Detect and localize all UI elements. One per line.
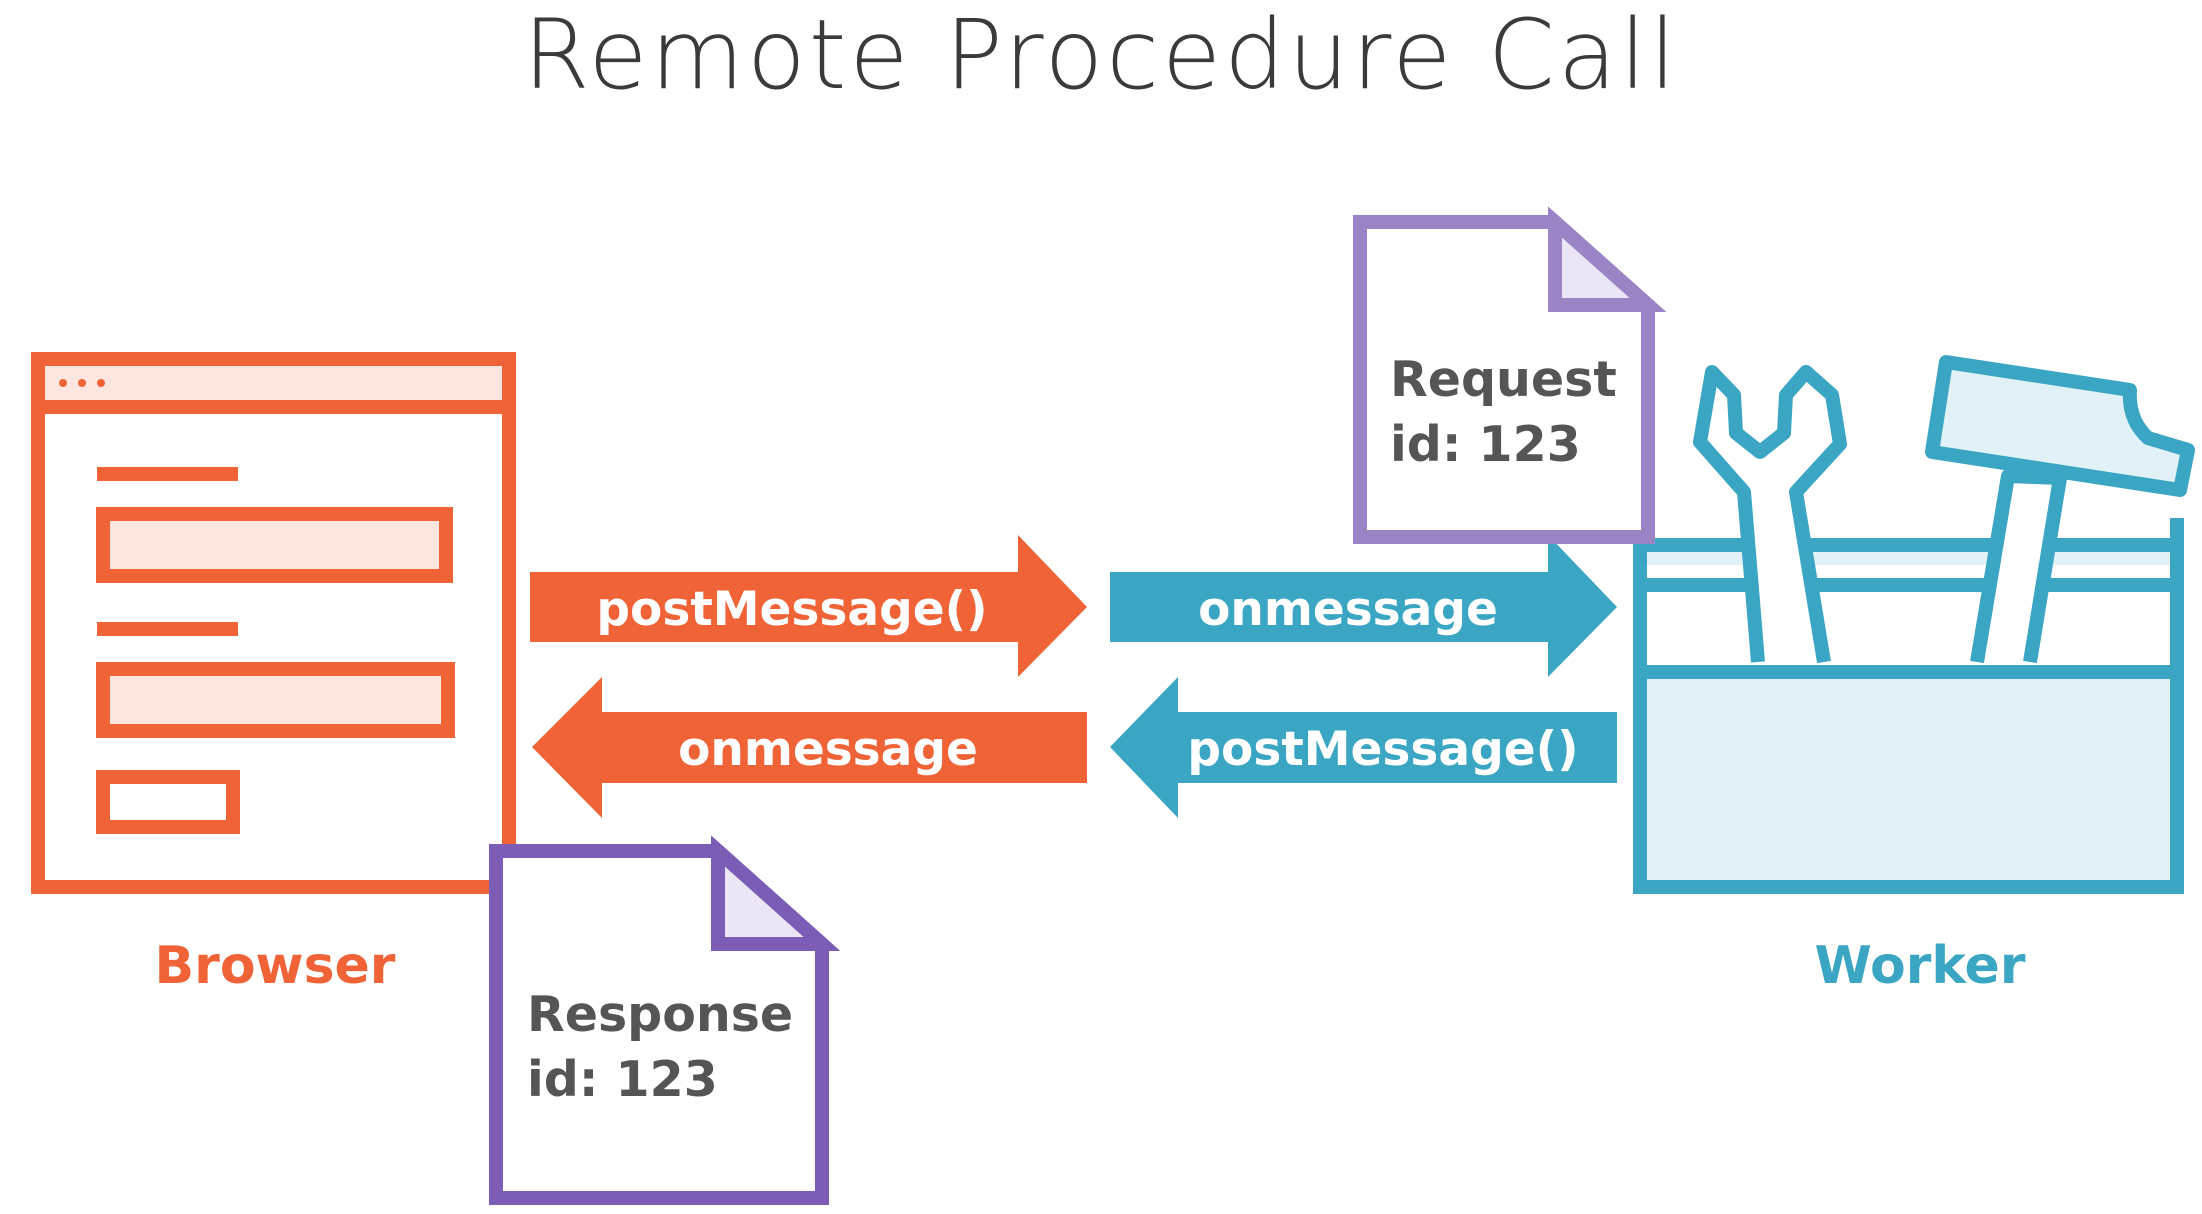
- browser-window-icon: [31, 352, 516, 894]
- page-title: Remote Procedure Call: [523, 0, 1679, 111]
- onmessage-arrow-right: onmessage: [1110, 535, 1617, 677]
- request-title: Request: [1390, 351, 1617, 408]
- response-title: Response: [527, 986, 793, 1043]
- worker-toolbox-icon: [1633, 355, 2195, 894]
- svg-text:postMessage(): postMessage(): [596, 582, 987, 637]
- response-id: id: 123: [527, 1051, 718, 1108]
- post-message-arrow-right: postMessage(): [530, 535, 1087, 677]
- request-document-icon: Request id: 123: [1353, 206, 1667, 544]
- worker-label: Worker: [1815, 936, 2026, 996]
- svg-text:postMessage(): postMessage(): [1187, 722, 1578, 777]
- request-id: id: 123: [1390, 416, 1581, 473]
- svg-text:onmessage: onmessage: [678, 722, 978, 777]
- svg-text:onmessage: onmessage: [1198, 582, 1498, 637]
- response-document-icon: Response id: 123: [489, 835, 841, 1205]
- post-message-arrow-left: postMessage(): [1110, 677, 1617, 818]
- onmessage-arrow-left: onmessage: [532, 677, 1087, 818]
- browser-label: Browser: [155, 936, 396, 996]
